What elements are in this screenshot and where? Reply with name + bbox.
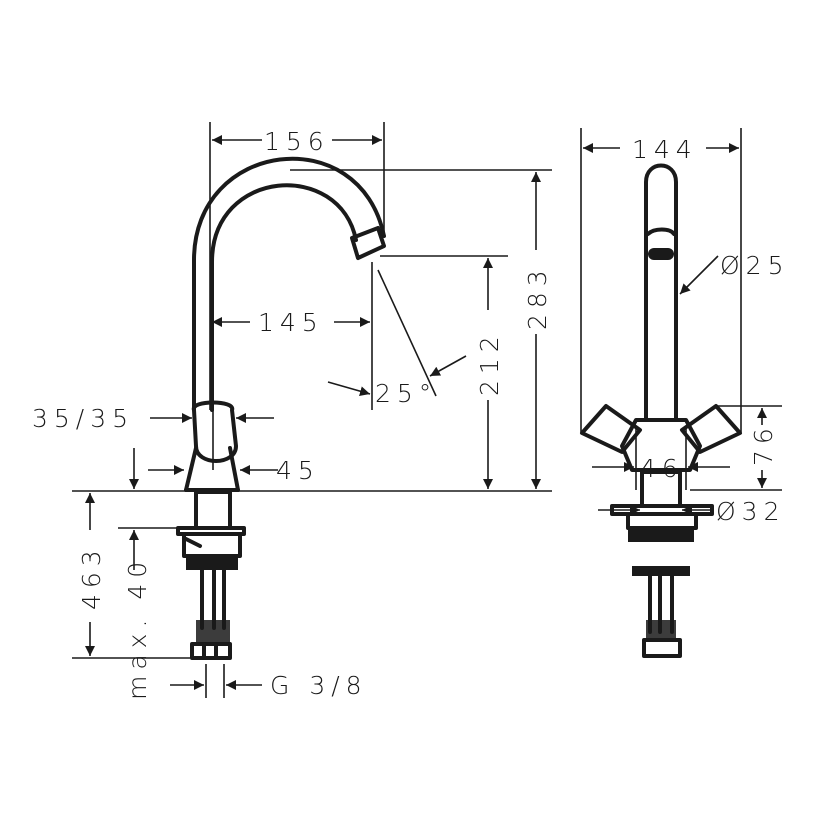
- front-view-dimension-lines: [580, 128, 782, 515]
- dim-spout-angle: 25°: [375, 379, 437, 408]
- dim-handle-height: 76: [749, 422, 778, 466]
- side-view-dimension-lines: [72, 122, 552, 698]
- dim-body-width: 45: [276, 456, 320, 485]
- dim-base-diameter: Ø32: [716, 497, 786, 526]
- side-view-tap-outline: [176, 156, 386, 660]
- dim-total-height: 283: [523, 264, 552, 330]
- dim-front-body-width: 46: [640, 454, 684, 483]
- dim-overall-width: 144: [632, 135, 698, 164]
- dim-spout-outlet-reach: 145: [258, 308, 324, 337]
- front-view-tap-outline: [580, 163, 742, 658]
- dim-spout-reach: 156: [264, 127, 330, 156]
- dim-connection-thread: G 3/8: [270, 671, 368, 700]
- dim-handle-width: 35/35: [32, 404, 134, 433]
- dim-max-deck-thickness: max. 40: [123, 556, 152, 700]
- dim-spout-diameter: Ø25: [720, 251, 790, 280]
- dim-outlet-height: 212: [475, 330, 504, 396]
- dim-base-to-tail: 463: [77, 544, 106, 610]
